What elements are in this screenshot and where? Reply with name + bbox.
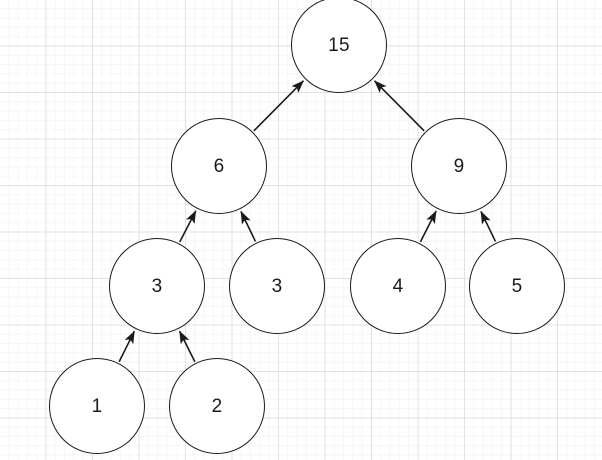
- node-label: 15: [328, 34, 350, 56]
- node-label: 1: [91, 395, 103, 417]
- node-15-n15[interactable]: 15: [291, 0, 387, 93]
- edges-group: [118, 80, 497, 363]
- node-3-n3b[interactable]: 3: [229, 238, 325, 334]
- edge-n4-to-n9: [419, 210, 437, 243]
- edge-n3b-to-n6: [240, 210, 257, 242]
- node-label: 3: [271, 275, 283, 297]
- node-label: 3: [151, 275, 163, 297]
- edge-n1-to-n3a: [118, 330, 136, 363]
- node-3-n3a[interactable]: 3: [109, 238, 205, 334]
- node-1-n1[interactable]: 1: [49, 358, 145, 454]
- edge-n5-to-n9: [480, 210, 497, 242]
- edge-n3a-to-n6: [179, 210, 197, 243]
- node-label: 2: [211, 395, 223, 417]
- node-label: 6: [213, 155, 225, 177]
- node-6-n6[interactable]: 6: [171, 118, 267, 214]
- node-label: 5: [511, 275, 523, 297]
- node-5-n5[interactable]: 5: [469, 238, 565, 334]
- node-9-n9[interactable]: 9: [411, 118, 507, 214]
- node-4-n4[interactable]: 4: [350, 238, 446, 334]
- edge-n6-to-n15: [253, 80, 305, 132]
- edge-n9-to-n15: [373, 80, 425, 132]
- node-2-n2[interactable]: 2: [169, 358, 265, 454]
- node-label: 9: [453, 155, 465, 177]
- node-label: 4: [392, 275, 404, 297]
- edge-n2-to-n3a: [178, 330, 196, 363]
